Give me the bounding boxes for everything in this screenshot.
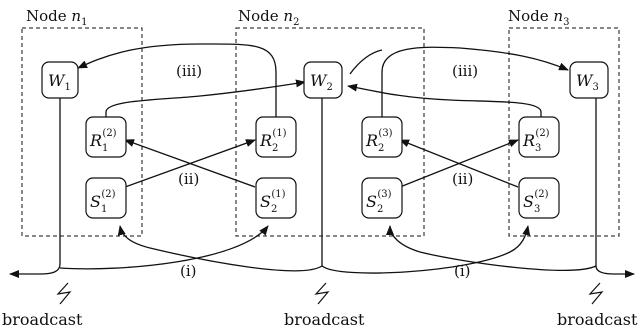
svg-text:S2(1): S2(1) <box>260 189 286 215</box>
edge-w3-to-s23 <box>386 225 597 271</box>
edge-w1-to-s21 <box>59 225 269 270</box>
r23-box: R2(3) <box>361 116 403 158</box>
connections <box>9 43 635 278</box>
phase-iii-label-left: (iii) <box>176 62 202 80</box>
s32-box: S3(2) <box>518 177 560 219</box>
node-3-region <box>508 27 620 237</box>
svg-text:W2: W2 <box>310 71 333 93</box>
edge-w2-to-s32 <box>321 225 531 274</box>
edge-s21-to-r12 <box>124 139 256 188</box>
s12-box: S1(2) <box>85 177 127 219</box>
phase-ii-label-right: (ii) <box>452 170 473 188</box>
broadcast-label-center: broadcast <box>284 310 365 329</box>
w1-broadcast-line <box>9 98 61 278</box>
node-3-title: Node n3 <box>508 7 569 28</box>
lightning-icon <box>314 282 330 305</box>
svg-text:R2(3): R2(3) <box>365 128 393 154</box>
phase-ii-label-left: (ii) <box>178 170 199 188</box>
svg-text:R2(1): R2(1) <box>259 128 287 154</box>
r32-box: R3(2) <box>518 116 560 158</box>
edge-w2-upper <box>349 49 383 75</box>
edge-r32-to-w2 <box>347 83 542 117</box>
node-1-title: Node n1 <box>26 7 87 28</box>
s23-box: S2(3) <box>361 177 403 219</box>
node-1-region <box>21 27 143 237</box>
broadcast-label-right: broadcast <box>557 310 638 329</box>
edge-r12-to-w2 <box>105 79 306 117</box>
phase-i-label-left: (i) <box>180 262 197 280</box>
lightning-icon <box>588 282 604 305</box>
w2-box: W2 <box>303 61 343 99</box>
r21-box: R2(1) <box>255 116 297 158</box>
svg-text:W1: W1 <box>48 71 71 93</box>
edge-w2-to-w3 <box>381 46 569 118</box>
edge-s32-to-r23 <box>399 139 519 188</box>
phase-iii-label-right: (iii) <box>452 62 478 80</box>
svg-text:R3(2): R3(2) <box>522 128 550 154</box>
broadcast-label-left: broadcast <box>2 310 83 329</box>
svg-text:W3: W3 <box>576 71 599 93</box>
lightning-icon <box>56 282 72 305</box>
svg-text:S2(3): S2(3) <box>366 189 392 215</box>
w1-box: W1 <box>41 61 79 99</box>
s21-box: S2(1) <box>255 177 297 219</box>
r12-box: R1(2) <box>85 116 127 158</box>
edge-w2-to-w1 <box>77 43 277 118</box>
svg-text:S1(2): S1(2) <box>90 189 116 215</box>
node-2-title: Node n2 <box>238 7 299 28</box>
svg-text:S3(2): S3(2) <box>523 189 549 215</box>
node-2-region <box>235 27 425 237</box>
w3-broadcast-line <box>595 98 635 278</box>
w3-box: W3 <box>569 61 609 99</box>
phase-i-label-right: (i) <box>454 262 471 280</box>
edge-w2-to-s12 <box>117 225 323 272</box>
svg-text:R1(2): R1(2) <box>89 128 117 154</box>
